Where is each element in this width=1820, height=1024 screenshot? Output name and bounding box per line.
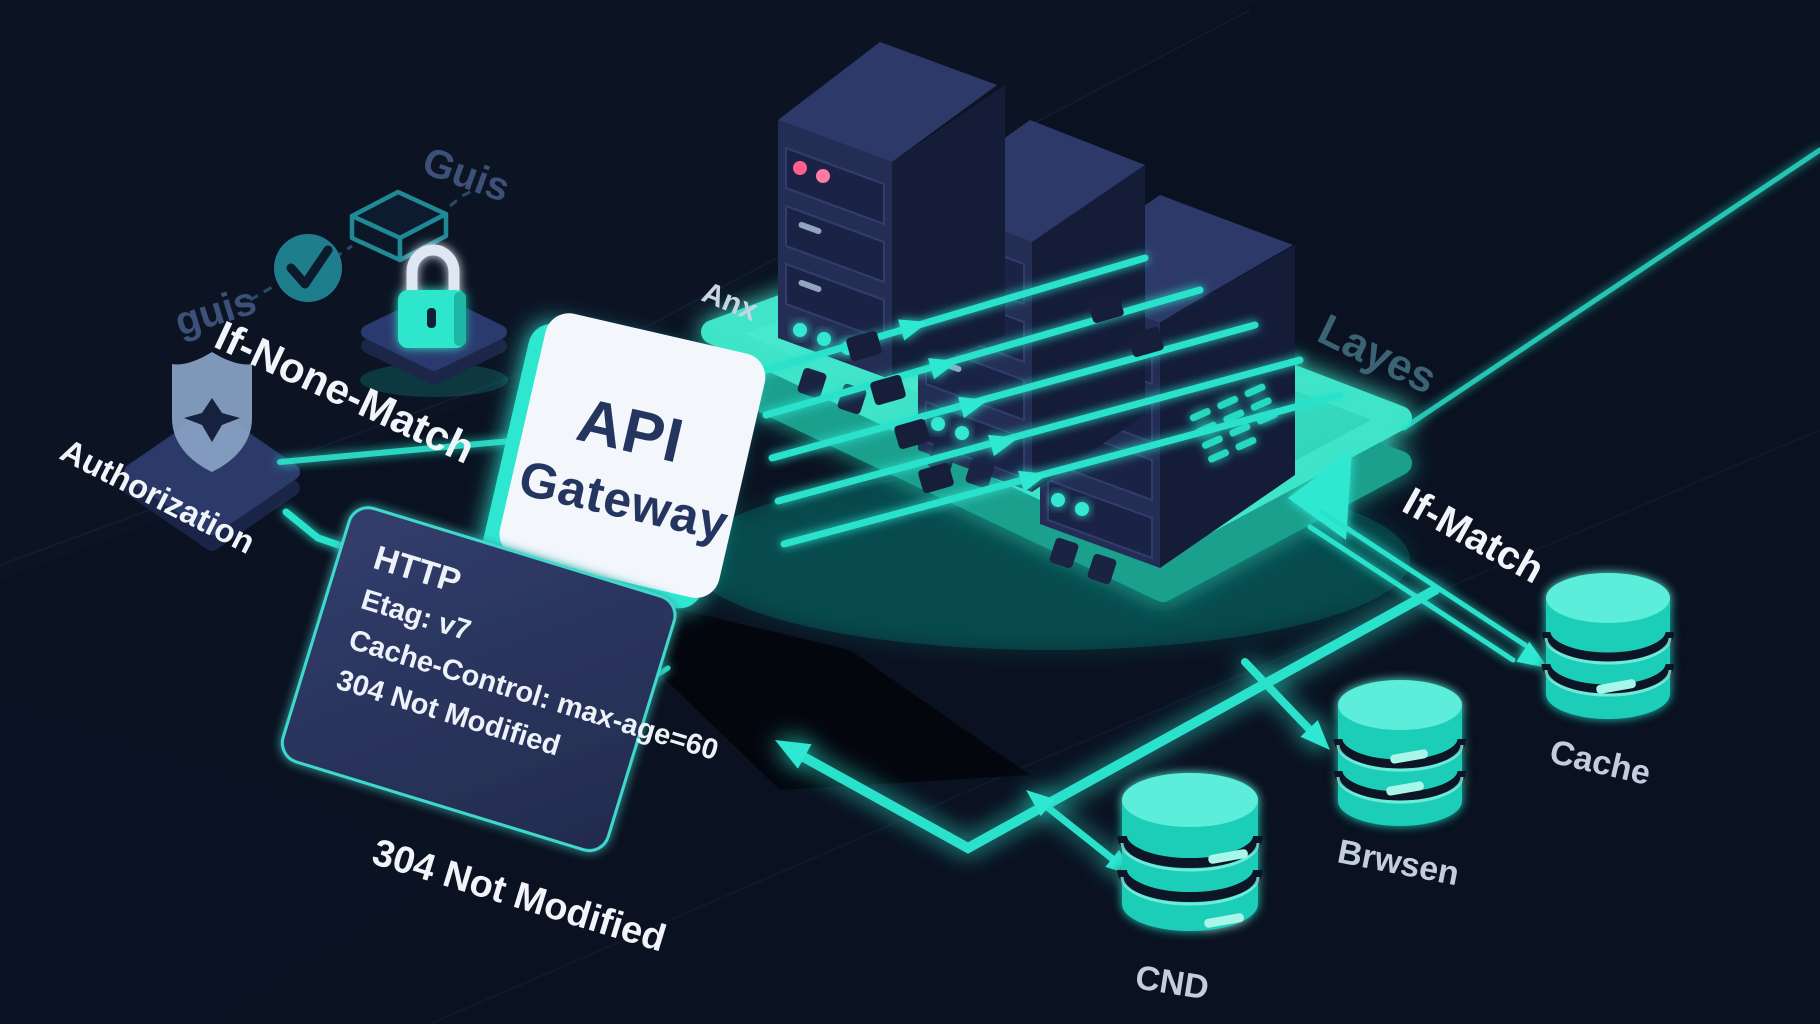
arrowhead-right-icon xyxy=(958,396,988,419)
gateway-to-server-lines xyxy=(756,254,1344,548)
panel-body xyxy=(280,506,677,853)
arrowhead-to-gateway-icon xyxy=(775,740,812,769)
shield-emblem xyxy=(184,398,240,442)
server-tower-1 xyxy=(778,42,1005,380)
status-led-teal xyxy=(1075,502,1089,516)
api-gateway-card: API Gateway xyxy=(482,313,766,623)
status-led-pink xyxy=(816,169,830,183)
check-circle-icon xyxy=(274,234,342,302)
authorization-node xyxy=(124,352,300,551)
if-match-arrows xyxy=(1288,147,1820,668)
response-path xyxy=(775,585,1440,876)
status-led-teal xyxy=(955,426,969,440)
client-icons-cluster xyxy=(249,186,508,397)
lock-icon xyxy=(398,244,466,348)
arrowhead-to-path-icon xyxy=(1026,790,1055,817)
gateway-shadow xyxy=(640,600,1030,790)
status-led-teal xyxy=(793,323,807,337)
arrowhead-right-icon xyxy=(928,358,958,380)
arrowhead-right-icon xyxy=(988,434,1018,457)
arrowhead-right-icon xyxy=(898,319,928,341)
arrowhead-to-cache-icon xyxy=(1516,641,1548,668)
line-connector-blocks xyxy=(846,293,1164,493)
server-connector-pins xyxy=(797,367,1117,585)
browser-database-icon xyxy=(1333,680,1467,826)
shield-icon xyxy=(172,352,252,472)
floor-facet xyxy=(1120,0,1820,420)
status-led-teal xyxy=(931,417,945,431)
arrowhead-to-browser-icon xyxy=(1300,720,1330,750)
status-led-teal xyxy=(1051,493,1065,507)
floor-facet xyxy=(0,700,470,1024)
cache-database-icon xyxy=(1541,573,1675,719)
status-led-pink xyxy=(793,161,807,175)
cdn-database-icon xyxy=(1117,773,1263,931)
card-face xyxy=(499,313,766,598)
status-led-teal xyxy=(817,332,831,346)
big-arrowhead-to-platform-icon xyxy=(1288,450,1352,540)
http-response-panel: HTTP Etag: v7 Cache-Control: max-age=60 … xyxy=(280,506,722,960)
arrowhead-right-icon xyxy=(1018,470,1048,493)
package-box-icon xyxy=(349,189,449,263)
